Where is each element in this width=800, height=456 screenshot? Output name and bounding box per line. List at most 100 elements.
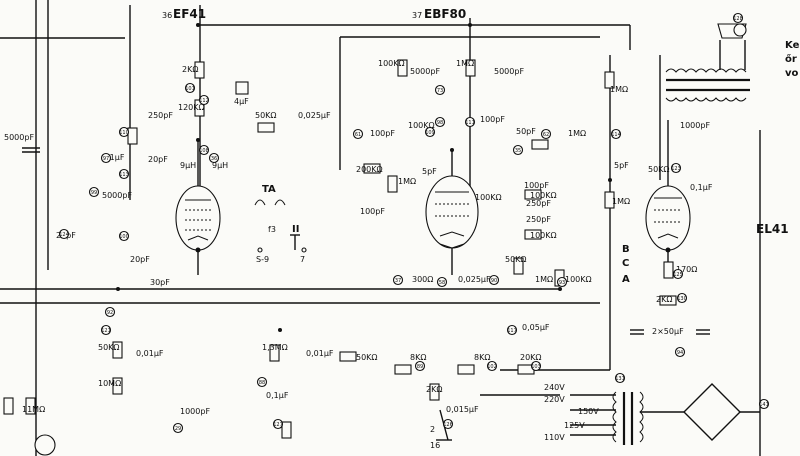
value-label: 100pF xyxy=(524,181,549,190)
value-label: 50KΩ xyxy=(98,343,120,352)
value-label: 4μF xyxy=(234,97,249,106)
value-label: 8KΩ xyxy=(410,353,426,362)
terminal-a: A xyxy=(622,274,630,285)
value-label: 0,1μF xyxy=(690,183,713,192)
label-f3: f3 xyxy=(268,225,276,234)
ref-bubble xyxy=(464,116,476,128)
ref-number: 37 xyxy=(395,278,401,284)
terminal-b: B xyxy=(622,244,630,255)
ref-bubble xyxy=(58,228,70,240)
ref-number: 112 xyxy=(199,98,209,104)
ref-number: 123 xyxy=(671,166,681,172)
ref-number: 99 xyxy=(91,190,97,196)
tube-ef41 xyxy=(175,140,221,275)
tube-label-ebf80: EBF80 xyxy=(424,7,466,21)
ref-number: 58 xyxy=(439,280,445,286)
ref-number: 94 xyxy=(677,350,683,356)
ref-bubble xyxy=(672,268,684,280)
value-label: 0,025μF xyxy=(298,111,331,120)
ref-number: 103 xyxy=(531,364,541,370)
ref-bubble xyxy=(540,128,552,140)
ref-bubble xyxy=(208,152,220,164)
ref-bubble xyxy=(512,144,524,156)
value-label: 5000pF xyxy=(102,191,132,200)
value-label: 11MΩ xyxy=(22,405,45,414)
ref-bubble xyxy=(732,12,744,24)
ref-bubble xyxy=(614,372,626,384)
value-label: 2×50μF xyxy=(652,327,684,336)
value-label: 0,015μF xyxy=(446,405,479,414)
ref-bubble xyxy=(198,94,210,106)
value-label: 100KΩ xyxy=(408,121,435,130)
ref-bubble xyxy=(118,168,130,180)
selector-switch xyxy=(34,199,452,456)
value-label: 10MΩ xyxy=(98,379,121,388)
value-label: 0,05μF xyxy=(522,323,550,332)
ref-bubble xyxy=(556,276,568,288)
mains-voltage-150: 150V xyxy=(578,407,599,416)
ref-number: 102 xyxy=(487,364,497,370)
value-label: 50KΩ xyxy=(648,165,670,174)
ref-bubble xyxy=(256,376,268,388)
ref-number: 117 xyxy=(507,328,517,334)
mains-voltage-240: 240V xyxy=(544,383,565,392)
terminal-c: C xyxy=(622,258,629,269)
mains-section xyxy=(570,383,760,445)
ref-bubble xyxy=(758,398,770,410)
value-label: 1000pF xyxy=(180,407,210,416)
ref-bubble xyxy=(104,306,116,318)
side-text-1: Ke xyxy=(785,40,800,51)
ref-number: 125 xyxy=(673,272,683,278)
ref-number: 108 xyxy=(199,148,209,154)
value-label: 200KΩ xyxy=(356,165,383,174)
value-label: 0,1μF xyxy=(266,391,289,400)
ref-bubble xyxy=(198,144,210,156)
ref-number: 97 xyxy=(103,156,109,162)
ref-number: 35 xyxy=(515,148,521,154)
ref-bubble xyxy=(118,230,130,242)
ref-bubble xyxy=(88,186,100,198)
value-label: 100KΩ xyxy=(530,231,557,240)
value-label: 1MΩ xyxy=(610,85,628,94)
value-label: 50KΩ xyxy=(505,255,527,264)
ref-number: 121 xyxy=(101,328,111,334)
value-label: 20KΩ xyxy=(520,353,542,362)
ref-number: 100 xyxy=(119,234,129,240)
ref-number: 124 xyxy=(59,232,69,238)
ref-number: 110 xyxy=(119,130,129,136)
ref-bubble xyxy=(674,346,686,358)
value-label: 2KΩ xyxy=(656,295,672,304)
value-label: 8KΩ xyxy=(474,353,490,362)
ref-number: 130 xyxy=(677,296,687,302)
ref-number: 93 xyxy=(559,280,565,286)
ref-bubble xyxy=(506,324,518,336)
ref-bubble xyxy=(352,128,364,140)
side-text-2: őr xyxy=(785,53,797,65)
ref-number: 131 xyxy=(615,376,625,382)
value-label: 5pF xyxy=(422,167,437,176)
ref-number: 62 xyxy=(543,132,549,138)
value-label: 0,025μF xyxy=(458,275,491,284)
value-label: 1MΩ xyxy=(612,197,630,206)
value-label: 120KΩ xyxy=(178,103,205,112)
side-text-3: vo xyxy=(785,68,799,79)
mains-voltage-125: 125V xyxy=(564,421,585,430)
ref-bubble xyxy=(392,274,404,286)
value-label: 0,1μF xyxy=(102,153,125,162)
label-seven: 7 xyxy=(300,255,305,264)
value-label: 100KΩ xyxy=(378,59,405,68)
value-label: 100KΩ xyxy=(530,191,557,200)
value-label: 170Ω xyxy=(676,265,697,274)
ref-bubble xyxy=(670,162,682,174)
ref-number: 127 xyxy=(273,422,283,428)
ref-bubble xyxy=(272,418,284,430)
ref-bubble xyxy=(676,292,688,304)
value-label: 1MΩ xyxy=(568,129,586,138)
ref-number: 109 xyxy=(425,130,435,136)
value-label: 0,01μF xyxy=(136,349,164,358)
value-label: 5000pF xyxy=(410,67,440,76)
ref-number: 113 xyxy=(119,172,129,178)
value-label: 300Ω xyxy=(412,275,433,284)
tube-ref-ef41: 36 xyxy=(162,11,172,20)
ref-number: 141 xyxy=(759,402,769,408)
